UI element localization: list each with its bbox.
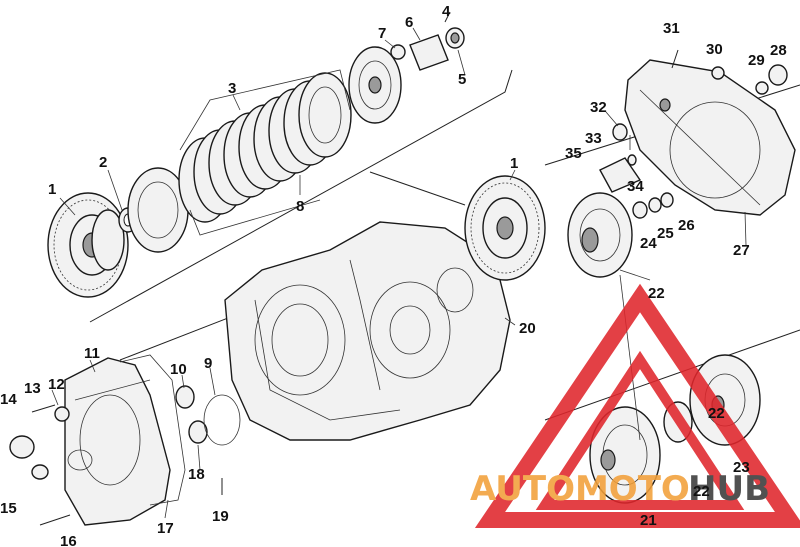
lower-assembly-parts-21-23 [589, 354, 761, 504]
callout-2: 2 [99, 154, 107, 171]
callout-6: 6 [405, 14, 413, 31]
callout-18: 18 [188, 466, 205, 483]
callout-10: 10 [170, 361, 187, 378]
callout-29: 29 [748, 52, 765, 69]
callout-24: 24 [640, 235, 657, 252]
callout-19: 19 [212, 508, 229, 525]
callout-28: 28 [770, 42, 787, 59]
gear-part-1-right [464, 175, 546, 281]
engine-case-part-20 [224, 221, 511, 441]
callout-5: 5 [458, 71, 466, 88]
callout-8: 8 [296, 198, 304, 215]
callout-1-right: 1 [510, 155, 518, 172]
callout-labels: 1 2 3 4 5 6 7 8 9 10 11 12 13 14 15 16 1… [0, 3, 787, 547]
callout-22-lower: 22 [693, 483, 710, 500]
small-parts-12-16 [9, 404, 71, 526]
side-cover-part-11 [64, 357, 171, 526]
right-cover-part-27 [624, 59, 796, 216]
callout-22-middle: 22 [708, 405, 725, 422]
callout-12: 12 [48, 376, 65, 393]
callout-1-left: 1 [48, 181, 56, 198]
callout-14: 14 [0, 391, 17, 408]
callout-25: 25 [657, 225, 674, 242]
watermark-brand-part1: AUTOMOTO [470, 469, 690, 509]
watermark-triangle-outer [474, 283, 800, 528]
callout-9: 9 [204, 355, 212, 372]
gear-part-1-left [47, 192, 129, 298]
callout-35: 35 [565, 145, 582, 162]
small-parts-24-26-32-35 [599, 123, 674, 219]
gasket-part-17 [119, 354, 186, 506]
callout-31: 31 [663, 20, 680, 37]
callout-16: 16 [60, 533, 77, 547]
callout-4: 4 [442, 3, 451, 20]
callout-30: 30 [706, 41, 723, 58]
watermark-brand-part2: HUB [688, 469, 770, 509]
callout-11: 11 [84, 345, 100, 362]
callout-20: 20 [519, 320, 536, 337]
clutch-plate-stack [178, 69, 352, 236]
pressure-plate [348, 46, 402, 124]
small-parts-28-31 [671, 49, 788, 95]
callout-21: 21 [640, 512, 657, 529]
callout-23: 23 [733, 459, 750, 476]
callout-7: 7 [378, 25, 386, 42]
callout-22-upper: 22 [648, 285, 665, 302]
hub-part-22-upper [567, 192, 633, 278]
leader-lines [51, 27, 747, 519]
callout-26: 26 [678, 217, 695, 234]
callout-17: 17 [157, 520, 174, 537]
seals-parts-9-10-18-19 [175, 385, 241, 495]
callout-32: 32 [590, 99, 607, 116]
automotohub-watermark: AUTOMOTO HUB [470, 283, 800, 528]
parts-4-to-7 [390, 11, 465, 71]
callout-27: 27 [733, 242, 750, 259]
callout-15: 15 [0, 500, 17, 517]
callout-3: 3 [228, 80, 236, 97]
callout-33: 33 [585, 130, 602, 147]
callout-13: 13 [24, 380, 41, 397]
watermark-triangle-inner [535, 350, 745, 510]
callout-34: 34 [627, 178, 644, 195]
clutch-hub-plate [127, 167, 189, 253]
